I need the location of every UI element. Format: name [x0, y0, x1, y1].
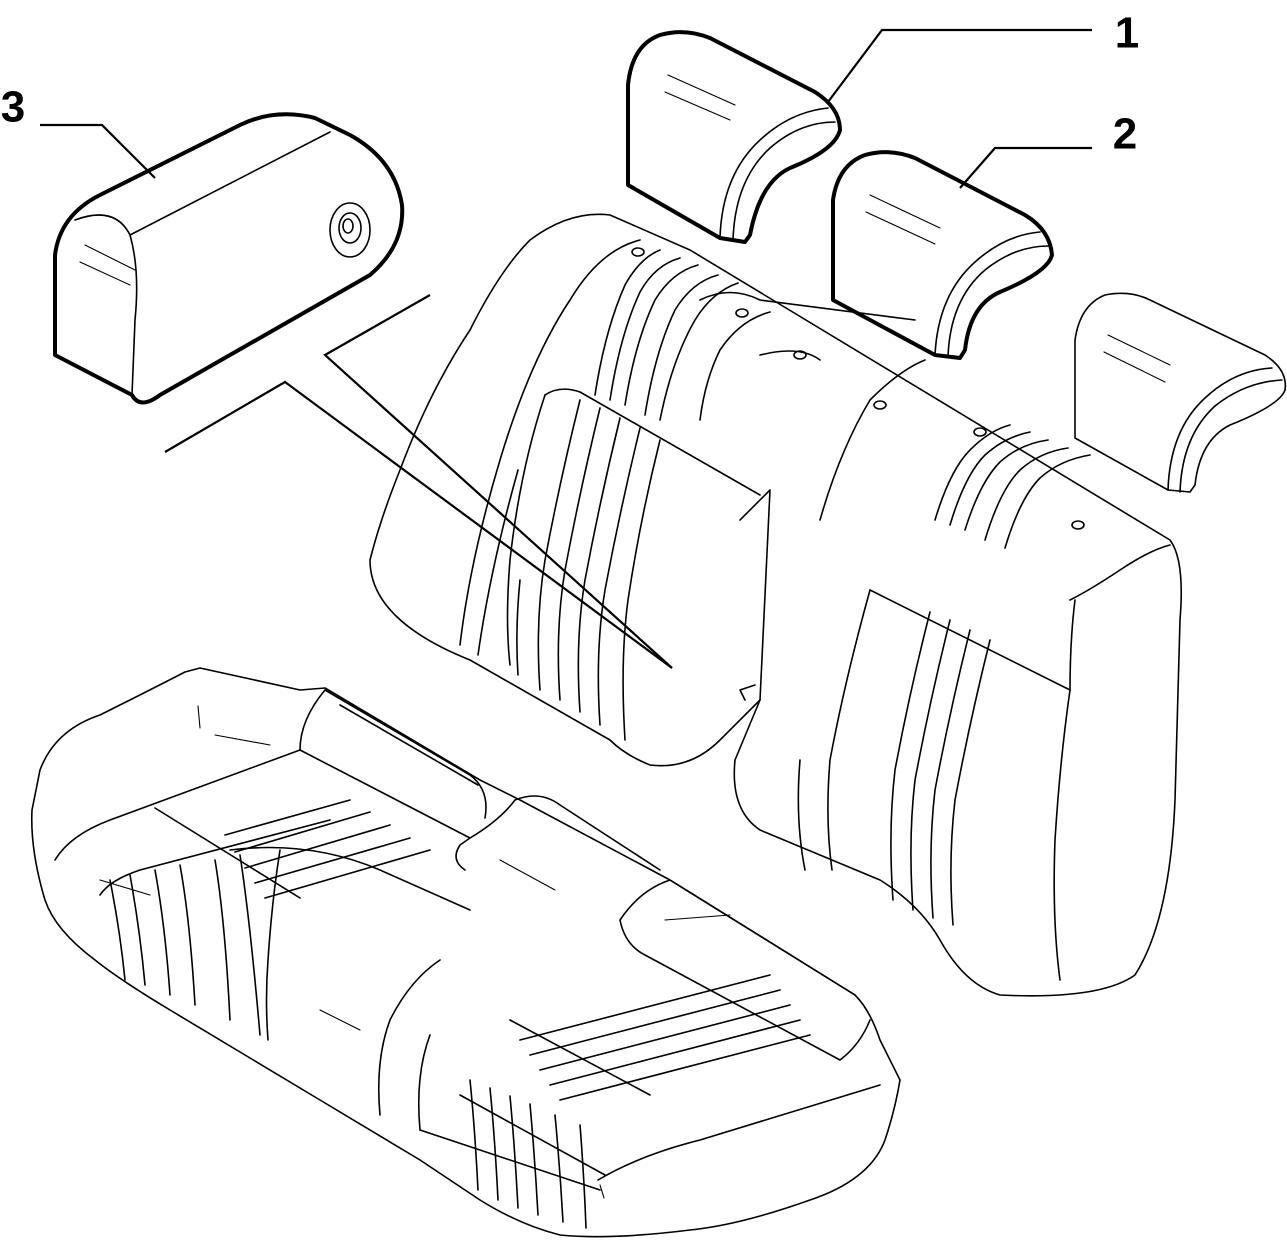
leader-lines: [40, 28, 1092, 669]
headrest-part-1: [626, 30, 842, 244]
callout-3: 3: [1, 83, 25, 132]
leader-line-armrest-locate: [323, 294, 673, 669]
leader-line-armrest-locate-2: [164, 380, 673, 669]
seat-cushion: [30, 667, 901, 1238]
armrest-cushion: [53, 112, 405, 405]
callout-2: 2: [1113, 110, 1137, 159]
callout-1: 1: [1115, 9, 1139, 58]
headrest-part-2: [831, 150, 1054, 360]
seat-backrest: [369, 213, 1182, 997]
leader-line-2: [959, 146, 1092, 189]
headrest-unlabeled: [1074, 292, 1287, 493]
callouts: 1 2 3: [1, 9, 1139, 159]
leader-line-1: [827, 28, 1092, 103]
leader-line-3: [40, 123, 156, 179]
